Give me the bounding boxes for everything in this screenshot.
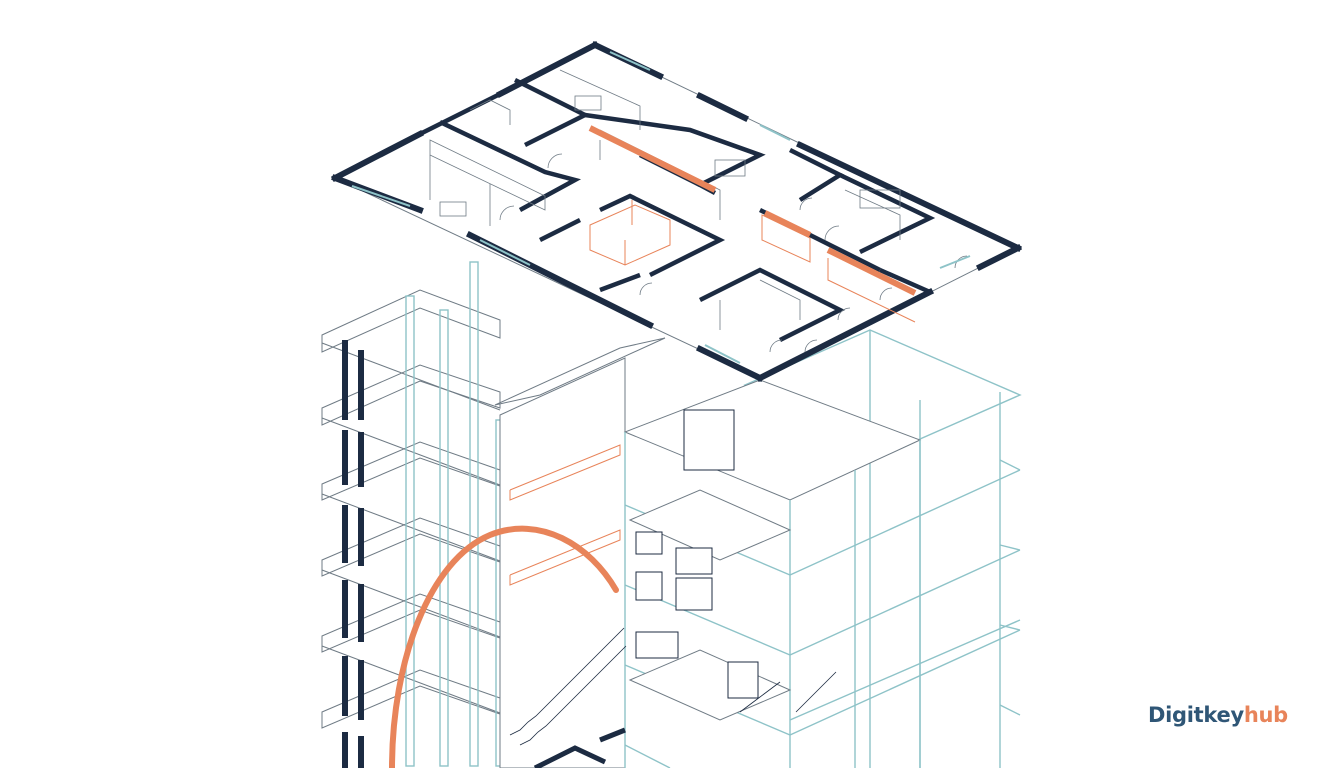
left-wing-slabs <box>321 289 501 729</box>
basement-walls <box>533 727 626 768</box>
right-wing-slabs <box>628 489 792 721</box>
brand-name-part1: Digitkey <box>1148 703 1244 727</box>
window-marks <box>351 51 971 364</box>
stairs <box>509 627 837 746</box>
brand-name-part2: hub <box>1243 703 1288 727</box>
floor-plan <box>330 40 1023 383</box>
room-details <box>429 69 968 353</box>
dark-columns <box>342 340 364 768</box>
windows <box>635 409 759 699</box>
accent-walls <box>588 125 917 323</box>
building-frame <box>321 261 1022 768</box>
brand-logo: Digitkeyhub <box>1148 703 1288 727</box>
connection-arc <box>389 525 619 768</box>
accent-slabs <box>509 444 621 586</box>
